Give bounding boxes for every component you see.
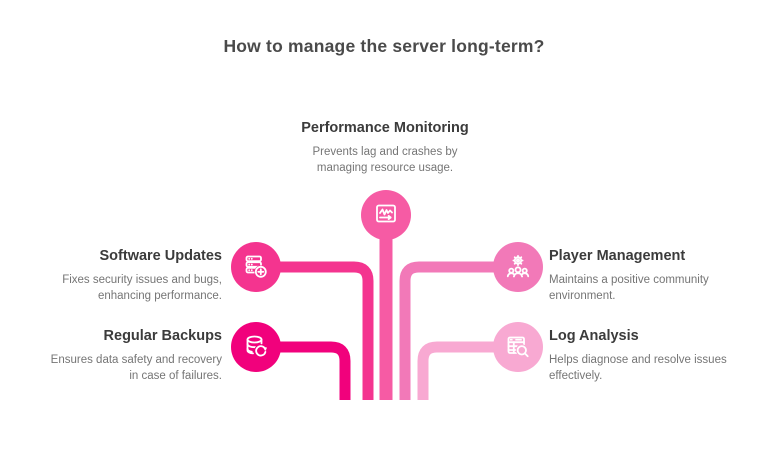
item-log-analysis: Log Analysis Helps diagnose and resolve … [549,328,749,384]
software-updates-badge [231,242,281,292]
description-line: in case of failures. [129,370,222,383]
description-line: Fixes security issues and bugs, [62,273,222,286]
item-description: Maintains a positive community environme… [549,272,749,304]
item-description: Helps diagnose and resolve issues effect… [549,352,749,384]
item-regular-backups: Regular Backups Ensures data safety and … [22,328,222,384]
performance-monitoring-badge [361,190,411,240]
connector-player-management [399,261,494,400]
item-description: Fixes security issues and bugs, enhancin… [22,272,222,304]
item-title: Performance Monitoring [301,120,469,136]
item-description: Prevents lag and crashes by managing res… [260,144,510,176]
description-line: effectively. [549,370,603,383]
description-line: Prevents lag and crashes by [312,145,458,158]
users-gear-icon [493,242,543,292]
connector-regular-backups [280,341,351,400]
description-line: managing resource usage. [316,162,454,175]
server-plus-icon [231,242,281,292]
description-line: Helps diagnose and resolve issues [549,353,727,366]
log-analysis-badge [493,322,543,372]
description-line: environment. [549,290,616,303]
performance-monitor-icon [361,190,411,240]
description-line: Ensures data safety and recovery [50,353,222,366]
item-title: Player Management [549,248,686,264]
connector-log-analysis [417,341,494,400]
item-title: Log Analysis [549,328,639,344]
page-title: How to manage the server long-term? [223,36,545,56]
item-description: Ensures data safety and recovery in case… [22,352,222,384]
table-search-icon [493,322,543,372]
description-line: Maintains a positive community [549,273,709,286]
item-title: Regular Backups [103,328,222,344]
item-player-management: Player Management Maintains a positive c… [549,248,749,304]
database-refresh-icon [231,322,281,372]
connector-software-updates [280,261,374,400]
item-title: Software Updates [99,248,222,264]
player-management-badge [493,242,543,292]
item-software-updates: Software Updates Fixes security issues a… [22,248,222,304]
description-line: enhancing performance. [97,290,222,303]
item-performance-monitoring: Performance Monitoring Prevents lag and … [260,120,510,176]
regular-backups-badge [231,322,281,372]
